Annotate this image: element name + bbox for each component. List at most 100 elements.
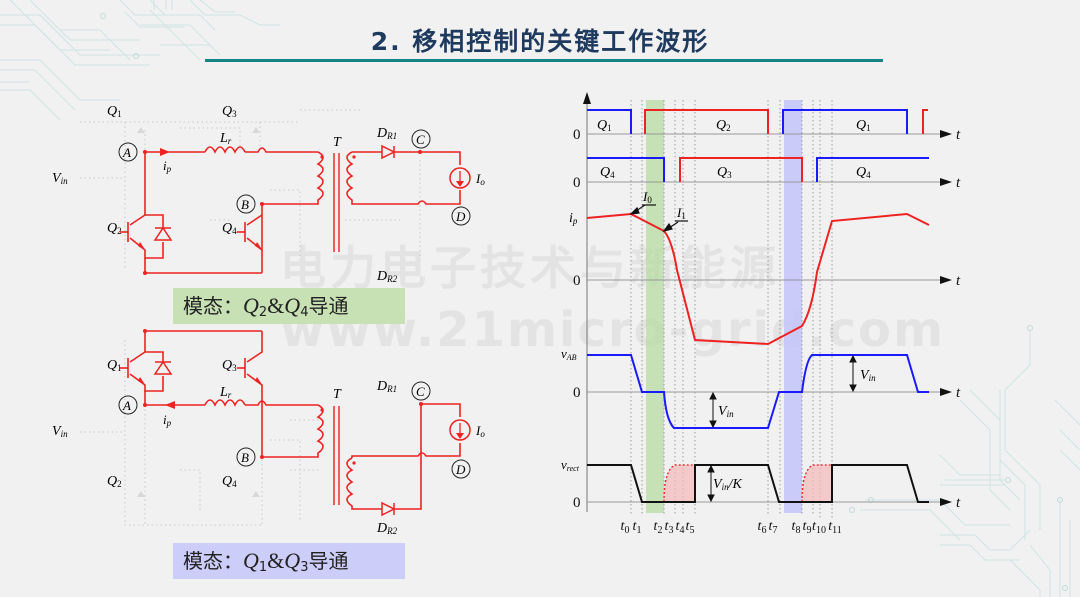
highlight-band-t1-t2 [646,100,664,513]
gate-q2-pulse [644,109,769,134]
gate-q3-pulse [679,157,803,182]
annotation-i1: I1 [676,205,686,221]
time-axis-label: t [956,385,961,401]
label-transformer: T [333,135,342,150]
tick-label-t1: t1 [633,519,642,536]
tick-label-t10: t10 [812,519,826,536]
label-vin: Vin [52,171,68,186]
label-dr2: DR2 [376,269,398,284]
label-lr: Lr [219,385,232,400]
gate-q2-pulse-2 [922,109,928,134]
gate-q4-pulse-2 [816,157,929,182]
label-vin: Vin [52,424,68,439]
title-underline [205,59,883,62]
time-axis-label: t [956,175,961,191]
tick-label-t8: t8 [792,519,801,536]
current-arrow-icon [160,148,170,156]
label-q4: Q4 [222,221,237,236]
zero-label: 0 [573,127,581,143]
gate-q1-pulse-1 [587,109,632,134]
zero-label: 0 [573,273,581,289]
circuit-diagram-mode-q2-q4: Q1 Q3 Vin A ip Lr [52,104,485,284]
row-label-q4: Q4 [600,165,615,180]
label-vin-amplitude-2: Vin [718,404,734,419]
label-transformer: T [333,387,342,402]
label-vin-over-k: Vin/K [713,477,742,492]
time-axis-arrow-icon [940,130,952,138]
gate-q4-pulse-1 [587,157,665,182]
vab-waveform [587,354,929,429]
row-label-q4b: Q4 [856,165,871,180]
circuit-diagram-mode-q1-q3: Q1 Q3 Q2 Q4 Vin ip Lr T DR1 DR2 Io A B C… [52,329,485,536]
tick-label-t9: t9 [803,519,812,536]
ip-waveform [586,212,930,346]
mode-label-q1-q3: 模态：Q1&Q3导通 [173,543,405,579]
time-axis-arrow-icon [940,498,952,506]
node-c-label: C [416,384,425,399]
node-b-label: B [241,450,249,465]
label-ip-axis: ip [569,211,578,226]
label-ip: ip [163,158,172,174]
current-source-icon [449,419,471,441]
label-io: Io [475,171,485,187]
tick-label-t3: t3 [665,519,674,536]
node-c-label: C [416,132,425,147]
tick-label-t2: t2 [654,519,663,536]
tick-label-t7: t7 [769,519,778,536]
row-label-q1: Q1 [597,118,612,133]
node-a-label: A [122,145,131,160]
annotation-i0: I0 [642,189,652,205]
mode-label-q2-q4: 模态：Q2&Q4导通 [173,288,405,324]
slide-title: 2. 移相控制的关键工作波形 [370,27,710,56]
label-q2: Q2 [107,221,122,236]
label-io: Io [475,423,485,439]
time-axis-label: t [956,127,961,143]
label-dr2: DR2 [376,521,398,536]
label-dr1: DR1 [376,379,397,394]
label-ip: ip [163,412,172,428]
node-a-marker [118,142,138,162]
node-b-label: B [241,197,249,212]
zero-label: 0 [573,385,581,401]
node-b-marker [236,194,256,214]
row-label-q1b: Q1 [856,118,871,133]
node-d-label: D [455,209,466,224]
current-arrow-icon [165,401,175,409]
time-axis-label: t [956,495,961,511]
tick-label-t0: t0 [621,519,630,536]
node-a-label: A [122,398,131,413]
time-axis-arrow-icon [940,388,952,396]
label-q3: Q3 [222,104,237,119]
highlight-band-t7-t8 [784,100,802,513]
diode-dr1-icon [381,144,396,160]
label-q4: Q4 [222,474,237,489]
label-vrect-axis: vrect [561,457,580,473]
node-d-label: D [455,462,466,477]
label-lr: Lr [219,131,232,146]
inactive-transistor-arrows [137,127,260,133]
vrect-waveform [587,464,929,503]
label-q2: Q2 [107,474,122,489]
time-axis-arrow-icon [940,178,952,186]
gate-q1-pulse-2 [782,109,908,134]
row-label-q2: Q2 [716,118,731,133]
row-label-q3: Q3 [717,165,732,180]
vrect-ringing-region-1 [664,465,695,502]
time-axis-label: t [956,273,961,289]
diode-dr2-icon [381,501,396,517]
label-vab-axis: vAB [561,346,577,362]
tick-label-t5: t5 [686,519,695,536]
label-q1: Q1 [107,358,122,373]
label-vin-amplitude-1: Vin [860,368,876,383]
tick-label-t11: t11 [828,519,842,536]
zero-label: 0 [573,495,581,511]
tick-label-t6: t6 [758,519,767,536]
label-q3: Q3 [222,358,237,373]
zero-label: 0 [573,175,581,191]
label-dr1: DR1 [376,126,397,141]
label-q1: Q1 [107,104,122,119]
y-axis-arrow-icon [583,92,591,104]
tick-label-t4: t4 [676,519,685,536]
